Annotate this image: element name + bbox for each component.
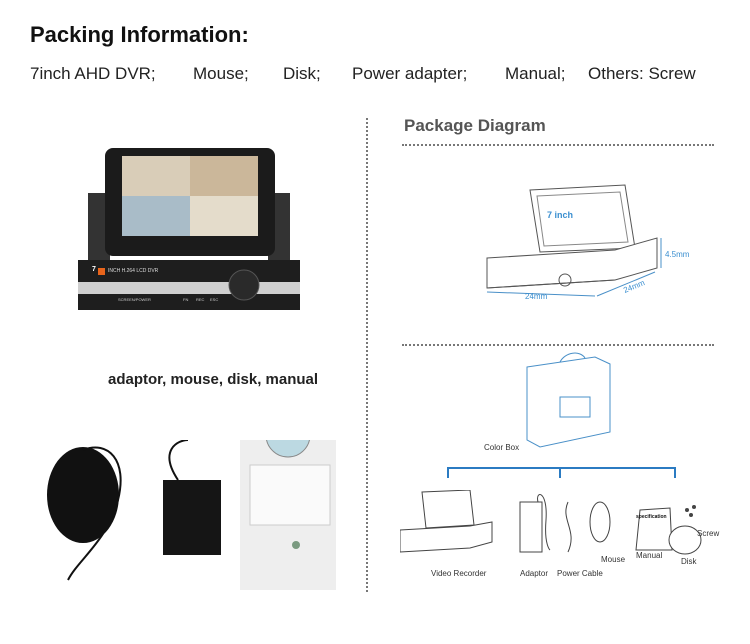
- content-label-manual: Manual: [636, 551, 663, 560]
- button-label-screen-power: SCREEN/POWER: [118, 297, 151, 302]
- dotted-separator: [402, 344, 714, 346]
- vertical-divider: [366, 118, 368, 592]
- screen-size-label: 7 inch: [547, 210, 574, 220]
- dotted-separator: [402, 144, 714, 146]
- product-model: INCH H.264 LCD DVR: [108, 268, 159, 274]
- button-label-fn: FN: [183, 297, 189, 302]
- accessories-photo: [38, 405, 338, 590]
- page-title: Packing Information:: [30, 22, 249, 47]
- button-label-esc: ESC: [210, 297, 219, 302]
- mouse-image: [47, 447, 119, 543]
- color-box-label: Color Box: [484, 443, 520, 452]
- manual-icon: [635, 507, 673, 551]
- item-others: Others: Screw: [588, 64, 696, 83]
- dimension-diagram: 7 inch 4.5mm 24mm 24mm: [485, 180, 700, 305]
- tree-connector: [447, 467, 676, 478]
- accessories-caption: adaptor, mouse, disk, manual: [108, 371, 319, 388]
- adapter-image: [163, 439, 221, 555]
- item-disk: Disk;: [283, 64, 321, 83]
- content-label-video-recorder: Video Recorder: [431, 569, 487, 578]
- color-box-image: [525, 352, 615, 452]
- content-label-power-cable: Power Cable: [557, 569, 603, 578]
- power-cable-icon: [565, 501, 572, 553]
- contents-illustrations: specification: [399, 489, 730, 560]
- screw-icon: [685, 505, 696, 517]
- disk-icon: [668, 525, 702, 555]
- height-label: 4.5mm: [665, 250, 690, 259]
- content-label-screw: Screw: [697, 529, 720, 538]
- product-badge: 7: [92, 266, 96, 273]
- item-dvr: 7inch AHD DVR;: [30, 64, 156, 83]
- item-mouse: Mouse;: [193, 64, 249, 83]
- video-recorder-icon: [399, 489, 493, 553]
- content-label-mouse: Mouse: [601, 555, 626, 564]
- package-diagram-heading: Package Diagram: [404, 116, 546, 135]
- spec-sheet-label: specification: [636, 514, 667, 520]
- item-power-adapter: Power adapter;: [352, 64, 468, 83]
- content-label-adaptor: Adaptor: [520, 569, 549, 578]
- dvr-product-photo: 7 INCH H.264 LCD DVR SCREEN/POWER FN REC…: [78, 148, 300, 310]
- content-label-disk: Disk: [681, 557, 697, 566]
- mouse-icon: [589, 501, 611, 543]
- adaptor-icon: [519, 494, 551, 553]
- width-label: 24mm: [525, 292, 548, 301]
- button-label-rec: REC: [196, 297, 205, 302]
- item-manual: Manual;: [505, 64, 566, 83]
